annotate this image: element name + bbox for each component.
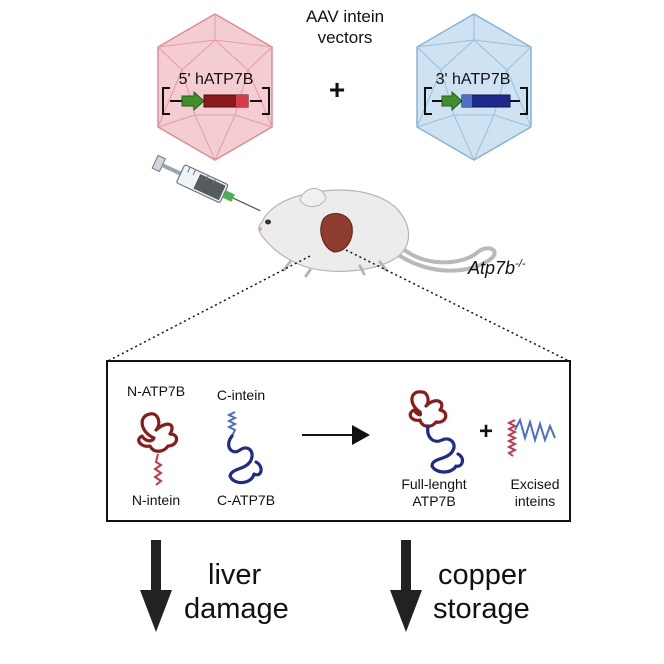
diagram-title-line1: AAV intein [305,7,385,26]
c-atp7b-label: C-ATP7B [216,492,276,508]
mouse-strain-base: Atp7b [468,258,516,278]
n-atp7b-label: N-ATP7B [126,383,186,399]
mouse-strain-label: Atp7b-/- [468,258,525,279]
vector-left-label: 5' hATP7B [178,71,254,88]
full-length-label-line1: Full-lenght [401,476,467,492]
c-intein-label: C-intein [216,387,266,403]
excised-label-line1: Excised [510,476,560,492]
syringe-icon [151,154,261,212]
vector-construct-right [424,87,528,115]
mechanism-box [106,360,571,522]
zoom-line-right [345,249,570,362]
vector-construct-left [162,87,270,115]
mouse-strain-genotype: -/- [515,258,526,270]
vectors-plus-sign: + [328,74,346,105]
products-plus-sign: + [478,418,494,445]
n-atp7b-protein-icon [137,412,179,486]
aav-capsid-left [157,13,273,161]
mouse-illustration [258,188,497,278]
c-atp7b-protein-icon [226,411,263,485]
outcome-left-line1: liver [208,559,262,591]
excised-label-line2: inteins [514,493,556,509]
full-length-atp7b-icon [408,390,465,474]
outcome-right-line1: copper [438,559,527,591]
n-intein-label: N-intein [131,492,181,508]
vector-right-label: 3' hATP7B [435,71,511,88]
outcome-right-line2: storage [433,593,530,625]
outcome-arrow-right [390,540,422,632]
excised-inteins-icon [506,417,556,457]
full-length-label-line2: ATP7B [412,493,456,509]
outcome-left-line2: damage [184,593,289,625]
zoom-line-left [107,255,311,362]
diagram-title-line2: vectors [317,28,373,47]
outcome-arrow-left [140,540,172,632]
aav-capsid-right [416,13,532,161]
